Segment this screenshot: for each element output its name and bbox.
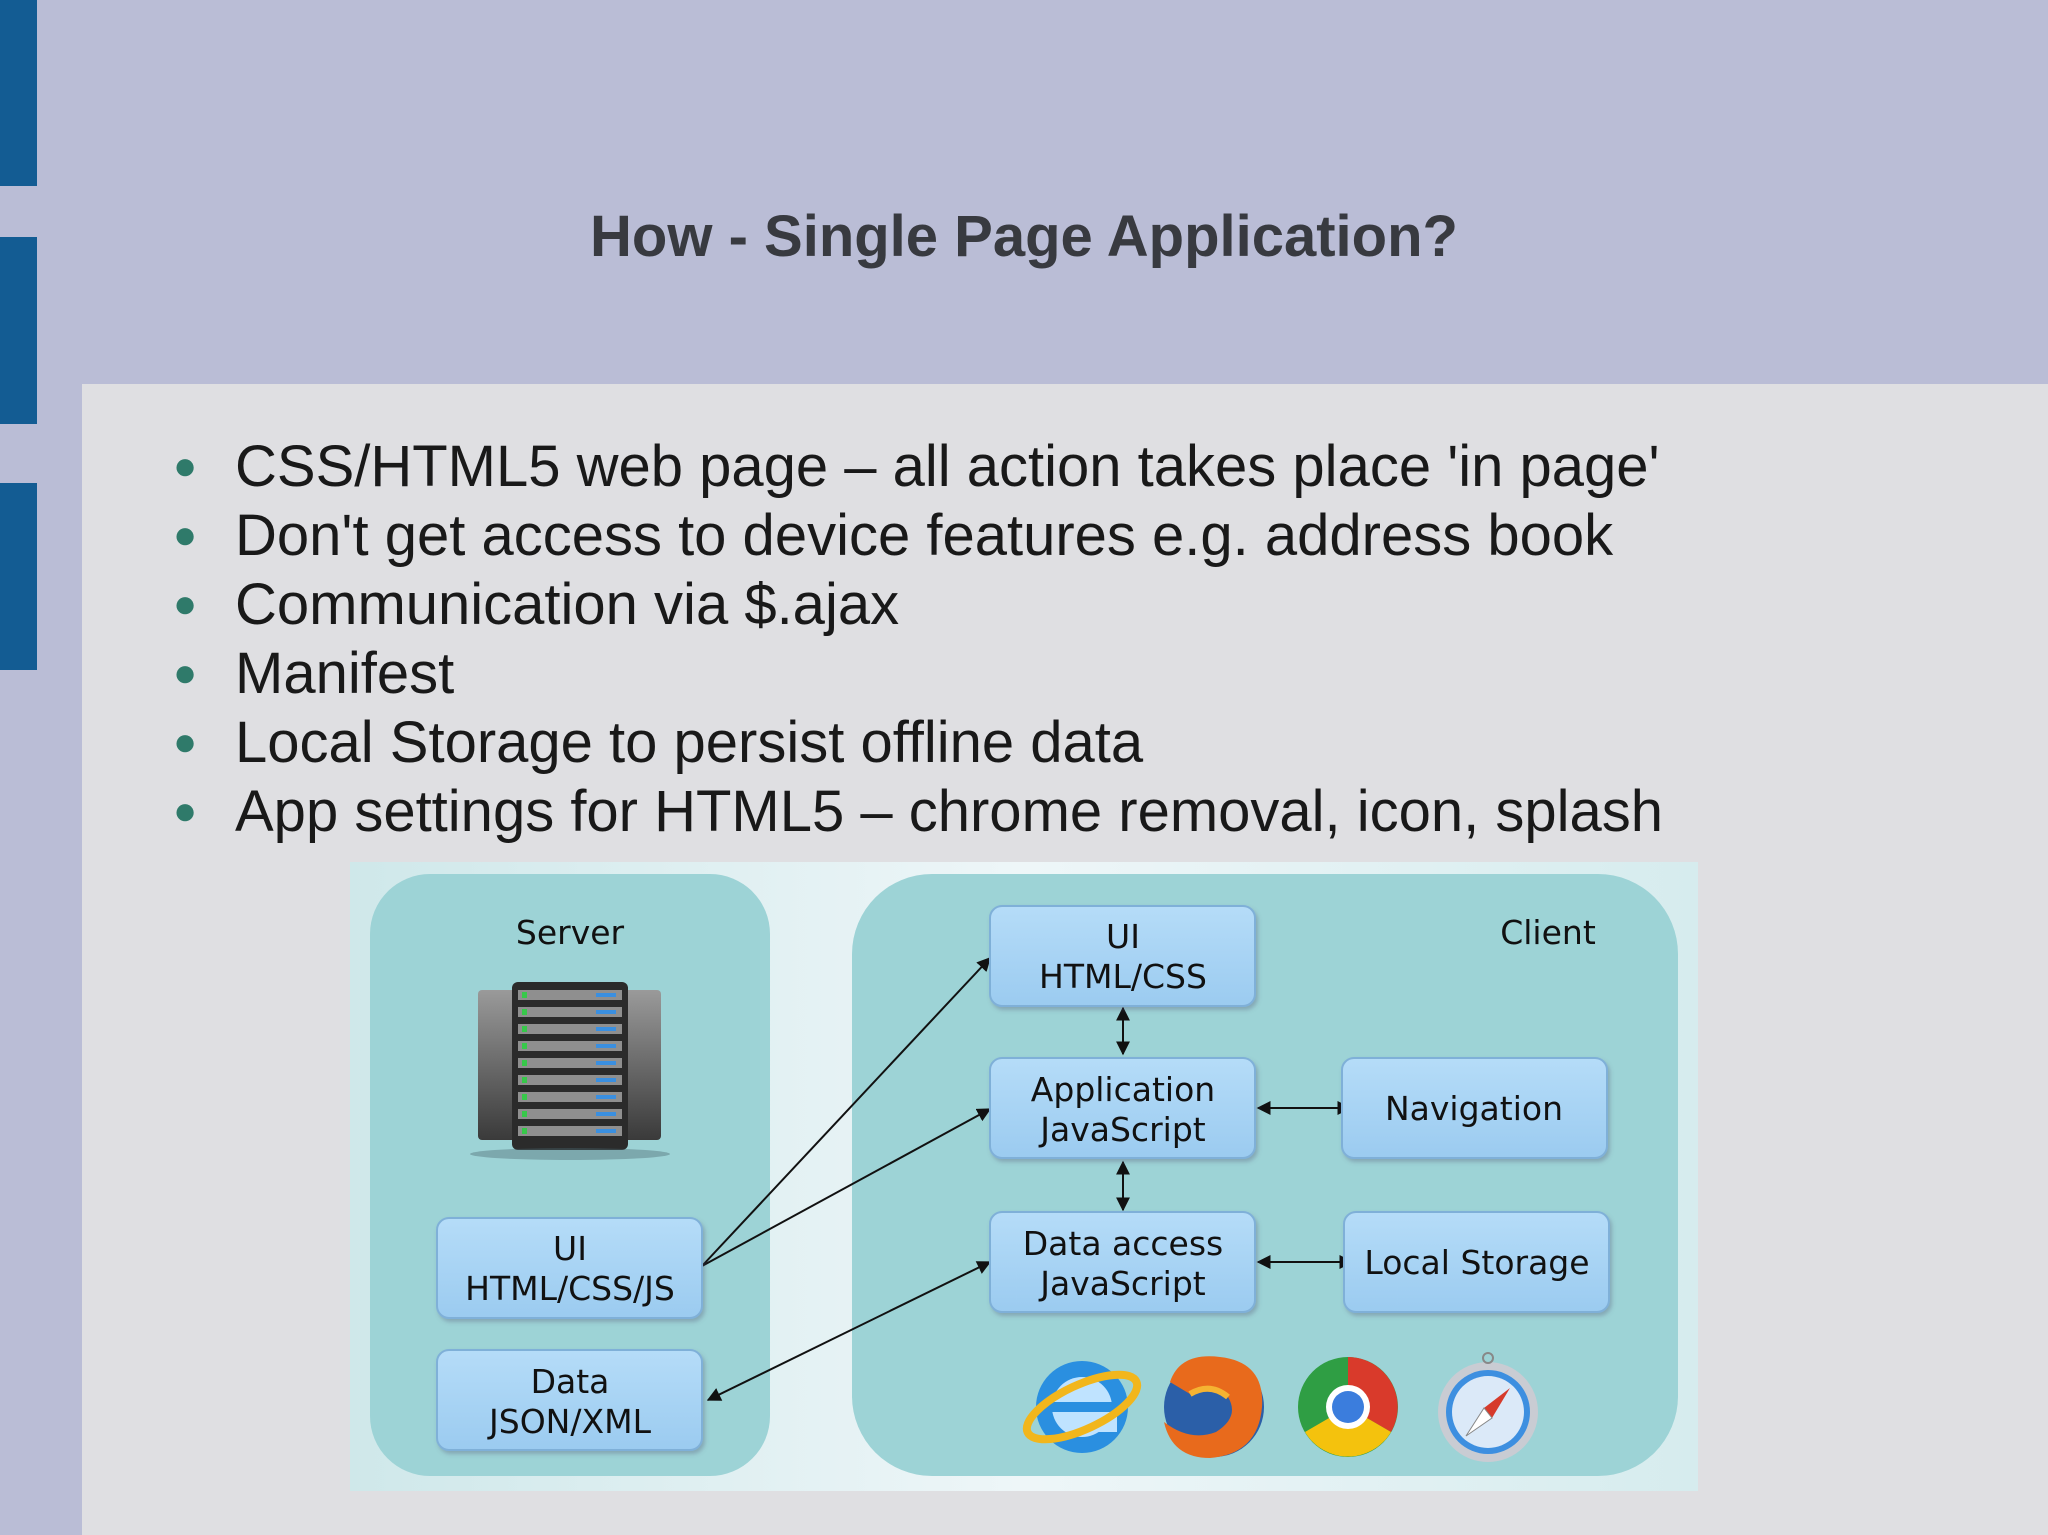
client-panel: [852, 874, 1678, 1476]
bullet-list: ● CSS/HTML5 web page – all action takes p…: [173, 432, 1664, 846]
client-application-box-line2: JavaScript: [1038, 1110, 1205, 1149]
chrome-icon: [1298, 1357, 1398, 1457]
server-data-box-line1: Data: [531, 1362, 610, 1401]
server-data-box-line2: JSON/XML: [487, 1402, 652, 1441]
bullet-text: Don't get access to device features e.g.…: [235, 503, 1614, 568]
server-label: Server: [516, 913, 625, 952]
bullet-item: ● Manifest: [173, 639, 1663, 708]
bullet-dot-icon: ●: [173, 444, 198, 488]
server-panel: [370, 874, 770, 1476]
slide-title: How - Single Page Application?: [590, 204, 1458, 269]
bullet-text: CSS/HTML5 web page – all action takes pl…: [235, 434, 1660, 499]
client-label: Client: [1500, 913, 1596, 952]
client-local-storage-box: Local Storage: [1343, 1211, 1610, 1313]
server-ui-box: UI HTML/CSS/JS: [436, 1217, 703, 1319]
firefox-icon: [1164, 1356, 1264, 1458]
client-data-access-box-line1: Data access: [1023, 1224, 1223, 1263]
bullet-item: ● Don't get access to device features e.g…: [173, 501, 1663, 570]
bullet-text: Manifest: [235, 641, 455, 706]
bullet-item: ● Local Storage to persist offline data: [173, 708, 1663, 777]
bullet-item: ● CSS/HTML5 web page – all action takes p…: [173, 432, 1663, 501]
client-application-box-line1: Application: [1031, 1070, 1215, 1109]
bullet-dot-icon: ●: [173, 651, 198, 695]
client-ui-box-line1: UI: [1106, 917, 1140, 956]
server-ui-box-line1: UI: [553, 1229, 587, 1268]
client-ui-box-line2: HTML/CSS: [1039, 957, 1207, 996]
client-navigation-box-label: Navigation: [1385, 1089, 1563, 1128]
bullet-text: App settings for HTML5 – chrome removal,…: [235, 779, 1664, 844]
bullet-item: ● Communication via $.ajax: [173, 570, 1663, 639]
client-data-access-box: Data access JavaScript: [989, 1211, 1256, 1313]
server-rack-icon: [470, 982, 670, 1160]
bullet-dot-icon: ●: [173, 789, 198, 833]
side-accent-bar-middle: [0, 237, 37, 424]
spa-architecture-diagram: Server Client: [350, 862, 1698, 1491]
server-data-box: Data JSON/XML: [436, 1349, 703, 1451]
safari-icon: [1438, 1352, 1538, 1462]
client-local-storage-box-label: Local Storage: [1364, 1243, 1589, 1282]
side-accent-bar-bottom: [0, 483, 37, 670]
bullet-text: Communication via $.ajax: [235, 572, 900, 637]
client-application-box: Application JavaScript: [989, 1057, 1256, 1159]
bullet-dot-icon: ●: [173, 720, 198, 764]
bullet-text: Local Storage to persist offline data: [235, 710, 1144, 775]
bullet-dot-icon: ●: [173, 582, 198, 626]
side-accent-bar-top: [0, 0, 37, 186]
connector-arrows: [701, 956, 1354, 1401]
client-data-access-box-line2: JavaScript: [1038, 1264, 1205, 1303]
server-ui-box-line2: HTML/CSS/JS: [465, 1269, 675, 1308]
internet-explorer-icon: [1022, 1361, 1142, 1453]
bullet-item: ● App settings for HTML5 – chrome removal…: [173, 777, 1664, 846]
bullet-dot-icon: ●: [173, 513, 198, 557]
client-ui-box: UI HTML/CSS: [989, 905, 1256, 1007]
client-navigation-box: Navigation: [1341, 1057, 1608, 1159]
